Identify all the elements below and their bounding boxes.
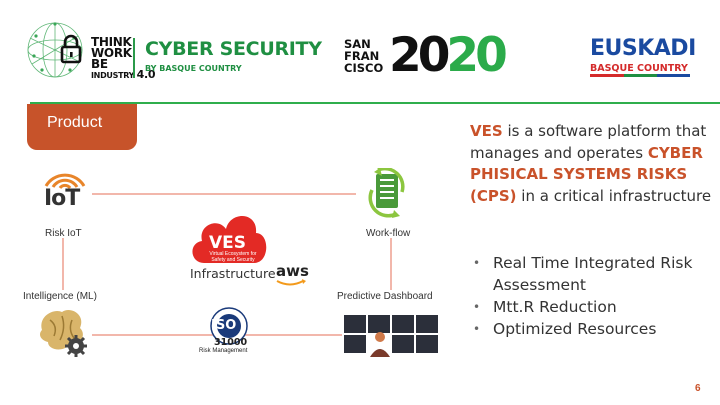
- san-francisco-logo: SAN FRAN CISCO: [344, 38, 383, 74]
- diagram-line-left: [62, 238, 64, 290]
- year-part-b: 20: [446, 28, 507, 83]
- euskadi-logo-subtitle: BASQUE COUNTRY: [590, 63, 688, 74]
- description-text: is a software platform that manages and …: [470, 122, 707, 162]
- list-item: Optimized Resources: [473, 318, 713, 340]
- feature-list: Real Time Integrated Risk Assessment Mtt…: [473, 252, 713, 340]
- diagram-line-right: [390, 238, 392, 290]
- product-tab[interactable]: [27, 104, 137, 150]
- iot-wifi-icon: [44, 173, 86, 190]
- header-divider-line: [30, 102, 720, 104]
- twb-industry: INDUSTRY: [91, 71, 135, 80]
- cps-highlight: CYBER PHISICAL SYSTEMS RISKS (CPS): [470, 143, 703, 205]
- list-item: Real Time Integrated Risk Assessment: [473, 252, 713, 296]
- globe-logo-icon: [27, 22, 83, 78]
- twb-version: 4.0: [136, 68, 156, 81]
- sf-line: FRAN: [344, 49, 380, 63]
- description-text-end: in a critical infrastructure: [516, 186, 712, 205]
- header-divider: [133, 38, 135, 78]
- ves-logo-text: VES: [209, 233, 247, 253]
- description-paragraph: VES is a software platform that manages …: [470, 121, 715, 207]
- infrastructure-label: Infrastructure: [190, 266, 276, 281]
- cyber-security-title: CYBER SECURITY: [145, 38, 322, 60]
- iso-caption: Risk Management: [199, 348, 248, 354]
- cyber-security-subtitle: BY BASQUE COUNTRY: [145, 64, 242, 73]
- risk-iot-label: Risk IoT: [45, 228, 82, 239]
- ves-logo-subtitle: Virtual Ecosystem for Safety and Securit…: [209, 251, 257, 263]
- twb-line: WORK: [91, 46, 132, 60]
- iso-number: 31000: [214, 337, 248, 348]
- euskadi-logo-title: EUSKADI: [590, 36, 696, 61]
- think-work-be-logo: THINK WORK BE INDUSTRY 4.0: [91, 35, 156, 81]
- brain-gear-icon: [40, 309, 87, 357]
- twb-line: BE: [91, 57, 108, 71]
- workflow-label: Work-flow: [366, 228, 411, 239]
- aws-smile-icon: [276, 279, 306, 286]
- year-2020-logo: 2020: [389, 32, 508, 80]
- intelligence-label: Intelligence (ML): [23, 291, 97, 302]
- product-tab-label: Product: [47, 114, 103, 131]
- dashboard-screens-icon: [342, 313, 440, 357]
- sf-line: CISCO: [344, 61, 384, 75]
- ves-highlight: VES: [470, 122, 503, 140]
- workflow-icon: [368, 168, 405, 218]
- predictive-dashboard-label: Predictive Dashboard: [337, 291, 433, 302]
- twb-line: THINK: [91, 35, 132, 49]
- sf-line: SAN: [344, 37, 371, 51]
- aws-logo-text: aws: [276, 262, 309, 280]
- diagram-line-top: [92, 193, 356, 195]
- iso-logo-text: ISO: [211, 318, 237, 333]
- list-item: Mtt.R Reduction: [473, 296, 713, 318]
- page-number: 6: [695, 383, 701, 394]
- iso-badge-icon: [210, 307, 248, 345]
- ves-cloud-logo-icon: [192, 215, 267, 263]
- euskadi-underline-icon: [590, 74, 690, 77]
- lock-icon: [60, 34, 82, 64]
- iot-logo-text: IoT: [44, 186, 80, 211]
- year-part-a: 20: [389, 28, 450, 83]
